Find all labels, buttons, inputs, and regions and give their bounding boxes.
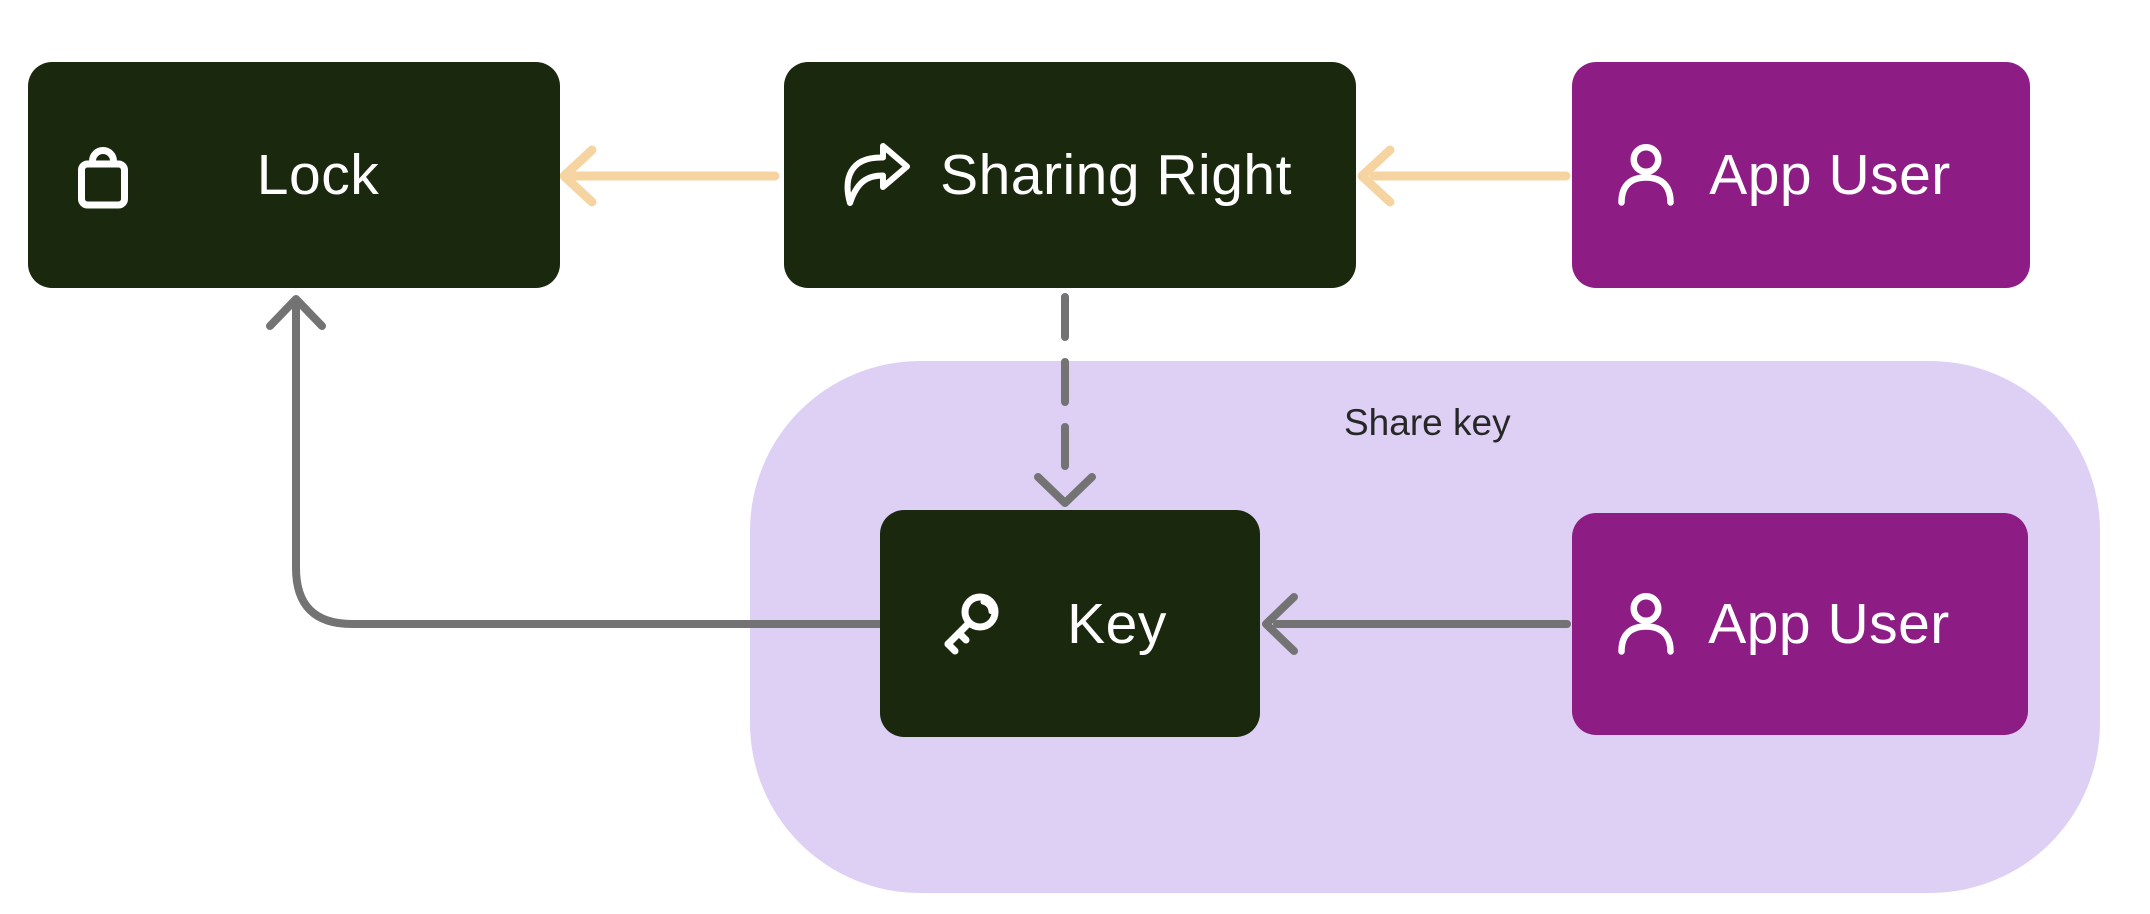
node-sharing-right: Sharing Right [784,62,1356,288]
node-key-label: Key [1067,591,1167,656]
edge-sharingright-to-lock [559,145,780,207]
node-key: Key [880,510,1260,737]
node-app-user-bottom-label: App User [1708,592,1950,656]
share-icon [840,141,912,209]
edge-appuser-to-sharingright [1357,145,1571,207]
share-key-group-label: Share key [1344,402,1511,443]
lock-icon [78,141,128,209]
node-app-user-top: App User [1572,62,2030,288]
node-lock: Lock [28,62,560,288]
key-icon [937,591,1001,657]
node-sharing-right-label: Sharing Right [940,143,1292,207]
node-lock-label: Lock [256,143,380,207]
user-icon [1618,593,1674,655]
user-icon [1618,144,1674,206]
node-app-user-bottom: App User [1572,513,2028,735]
node-app-user-top-label: App User [1709,143,1951,207]
